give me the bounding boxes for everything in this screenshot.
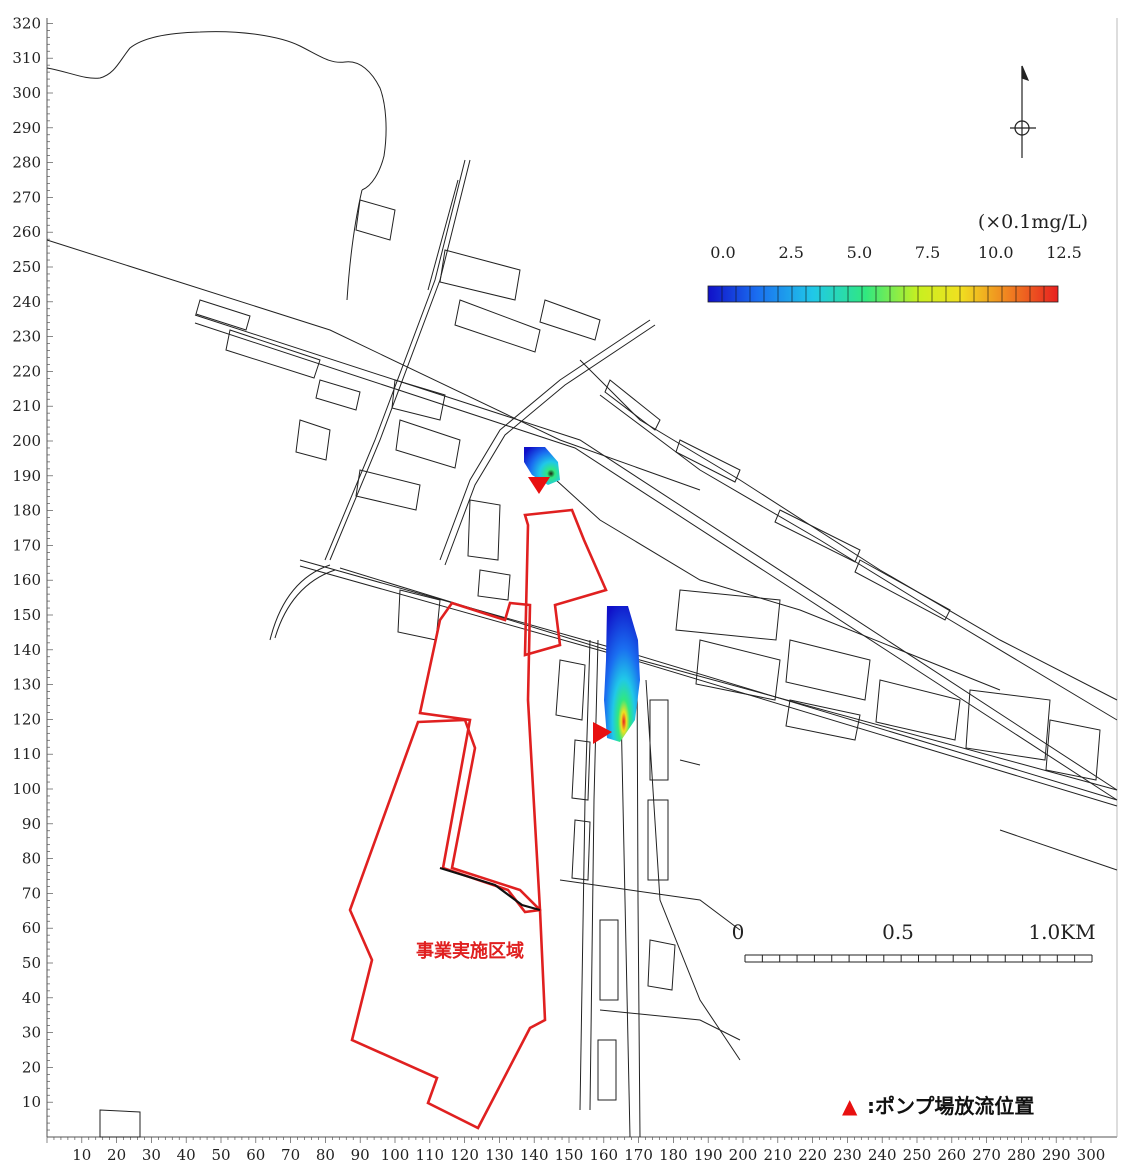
y-tick-label: 310: [12, 49, 41, 67]
x-tick-label: 130: [485, 1146, 514, 1164]
x-tick-label: 300: [1077, 1146, 1106, 1164]
y-tick-label: 230: [12, 328, 41, 346]
x-tick-label: 160: [589, 1146, 618, 1164]
x-tick-label: 180: [659, 1146, 688, 1164]
x-axis-labels: 10 20 30 40 50 60 70 80 90 100 110 120 130 140 150 160 1…: [72, 1146, 1105, 1164]
x-tick-label: 40: [177, 1146, 196, 1164]
legend-tick-label: 7.5: [915, 243, 940, 262]
x-tick-label: 170: [624, 1146, 653, 1164]
y-tick-label: 190: [12, 467, 41, 485]
y-tick-label: 40: [22, 989, 41, 1007]
y-tick-label: 240: [12, 293, 41, 311]
y-tick-label: 180: [12, 502, 41, 520]
x-tick-label: 200: [729, 1146, 758, 1164]
y-tick-label: 80: [22, 850, 41, 868]
y-tick-label: 270: [12, 188, 41, 206]
y-tick-label: 120: [12, 710, 41, 728]
x-tick-label: 50: [211, 1146, 230, 1164]
y-tick-label: 210: [12, 397, 41, 415]
y-tick-label: 260: [12, 223, 41, 241]
base-map: [46, 31, 1118, 1138]
x-tick-label: 20: [107, 1146, 126, 1164]
y-tick-label: 250: [12, 258, 41, 276]
x-tick-label: 150: [555, 1146, 584, 1164]
legend-tick-label: 0.0: [710, 243, 735, 262]
project-area-boundary: [348, 508, 608, 1130]
x-axis-ticks: [46, 1137, 1092, 1143]
y-tick-label: 110: [12, 745, 41, 763]
concentration-legend: (×0.1mg/L) 0.0 2.5 5.0 7.5 10.0 12.5: [707, 211, 1088, 303]
x-tick-label: 230: [833, 1146, 862, 1164]
y-tick-label: 60: [22, 919, 41, 937]
x-tick-label: 190: [694, 1146, 723, 1164]
legend-unit: (×0.1mg/L): [978, 211, 1088, 233]
legend-tick-label: 10.0: [978, 243, 1014, 262]
y-tick-label: 30: [22, 1024, 41, 1042]
x-tick-label: 30: [142, 1146, 161, 1164]
x-tick-label: 290: [1042, 1146, 1071, 1164]
y-tick-label: 130: [12, 676, 41, 694]
x-tick-label: 280: [1007, 1146, 1036, 1164]
x-tick-label: 10: [72, 1146, 91, 1164]
scale-label-start: 0: [732, 920, 745, 944]
legend-color-bar: [707, 285, 1059, 303]
scale-label-end: 1.0KM: [1028, 920, 1095, 944]
concentration-plume: [604, 606, 640, 742]
y-tick-label: 290: [12, 119, 41, 137]
y-tick-label: 10: [22, 1093, 41, 1111]
y-tick-label: 140: [12, 641, 41, 659]
y-tick-label: 20: [22, 1058, 41, 1076]
x-tick-label: 120: [450, 1146, 479, 1164]
x-tick-label: 110: [415, 1146, 444, 1164]
x-tick-label: 210: [763, 1146, 792, 1164]
legend-tick-label: 12.5: [1046, 243, 1082, 262]
x-tick-label: 90: [351, 1146, 370, 1164]
scale-label-mid: 0.5: [882, 920, 914, 944]
y-axis-labels: 320 310 300 290 280 270 260 250 240 230 220 210 200 1…: [12, 14, 41, 1111]
legend-tick-label: 2.5: [778, 243, 803, 262]
x-tick-label: 240: [868, 1146, 897, 1164]
y-tick-label: 200: [12, 432, 41, 450]
pump-legend-symbol: ▲: [842, 1094, 858, 1118]
pump-discharge-marker: [528, 477, 550, 494]
pump-discharge-marker: [593, 722, 612, 744]
y-tick-label: 150: [12, 606, 41, 624]
project-area-label: 事業実施区域: [416, 940, 524, 962]
north-arrow-icon: [1010, 65, 1036, 158]
y-tick-label: 320: [12, 14, 41, 32]
scale-bar: 0 0.5 1.0KM: [732, 920, 1096, 963]
x-tick-label: 80: [316, 1146, 335, 1164]
y-tick-label: 160: [12, 571, 41, 589]
x-tick-label: 260: [937, 1146, 966, 1164]
internal-boundary: [439, 866, 541, 912]
x-tick-label: 250: [903, 1146, 932, 1164]
x-tick-label: 100: [381, 1146, 410, 1164]
y-axis-ticks: [47, 23, 53, 1138]
legend-tick-labels: 0.0 2.5 5.0 7.5 10.0 12.5: [710, 243, 1082, 262]
x-tick-label: 70: [281, 1146, 300, 1164]
y-tick-label: 280: [12, 154, 41, 172]
x-tick-label: 270: [972, 1146, 1001, 1164]
y-tick-label: 70: [22, 884, 41, 902]
y-tick-label: 220: [12, 362, 41, 380]
y-tick-label: 170: [12, 536, 41, 554]
x-tick-label: 140: [520, 1146, 549, 1164]
y-tick-label: 90: [22, 815, 41, 833]
x-tick-label: 60: [246, 1146, 265, 1164]
x-tick-label: 220: [798, 1146, 827, 1164]
y-tick-label: 300: [12, 84, 41, 102]
y-tick-label: 100: [12, 780, 41, 798]
concentration-plume: [524, 447, 560, 485]
legend-tick-label: 5.0: [847, 243, 872, 262]
y-tick-label: 50: [22, 954, 41, 972]
pump-legend-text: :ポンプ場放流位置: [867, 1094, 1034, 1118]
pump-legend: ▲ :ポンプ場放流位置: [842, 1094, 1034, 1118]
